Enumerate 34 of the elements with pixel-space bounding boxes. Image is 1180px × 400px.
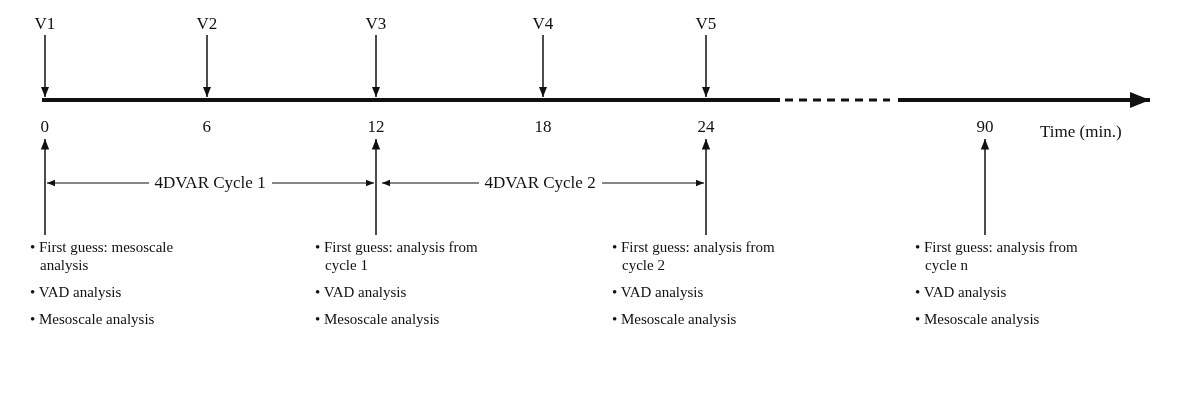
arrow bbox=[701, 138, 711, 236]
tick-label: 90 bbox=[976, 117, 994, 137]
arrow bbox=[538, 34, 548, 98]
arrow bbox=[40, 34, 50, 98]
time-axis bbox=[42, 92, 1150, 108]
bullet-item: • First guess: analysis from cycle n bbox=[915, 238, 1079, 274]
bullet-item: • Mesoscale analysis bbox=[915, 310, 1041, 328]
bullet-item: • First guess: analysis from cycle 1 bbox=[315, 238, 479, 274]
bullet-item: • VAD analysis bbox=[30, 283, 123, 301]
arrow bbox=[371, 34, 381, 98]
arrow bbox=[701, 34, 711, 98]
bullet-item: • VAD analysis bbox=[612, 283, 705, 301]
tick-label: 0 bbox=[40, 117, 49, 137]
arrow bbox=[980, 138, 990, 236]
bullet-item: • First guess: analysis from cycle 2 bbox=[612, 238, 776, 274]
bullet-item: • Mesoscale analysis bbox=[612, 310, 738, 328]
observation-label: V3 bbox=[365, 14, 387, 34]
arrow bbox=[202, 34, 212, 98]
observation-label: V2 bbox=[196, 14, 218, 34]
arrow bbox=[371, 138, 381, 236]
bullet-item: • Mesoscale analysis bbox=[315, 310, 441, 328]
tick-label: 6 bbox=[202, 117, 211, 137]
observation-label: V5 bbox=[695, 14, 717, 34]
bullet-item: • Mesoscale analysis bbox=[30, 310, 156, 328]
axis-title: Time (min.) bbox=[1040, 122, 1122, 142]
bullet-item: • VAD analysis bbox=[915, 283, 1008, 301]
observation-label: V1 bbox=[34, 14, 56, 34]
observation-label: V4 bbox=[532, 14, 554, 34]
tick-label: 12 bbox=[367, 117, 385, 137]
arrow bbox=[40, 138, 50, 236]
tick-label: 24 bbox=[697, 117, 715, 137]
bullet-item: • First guess: mesoscale analysis bbox=[30, 238, 175, 274]
tick-label: 18 bbox=[534, 117, 552, 137]
bullet-item: • VAD analysis bbox=[315, 283, 408, 301]
